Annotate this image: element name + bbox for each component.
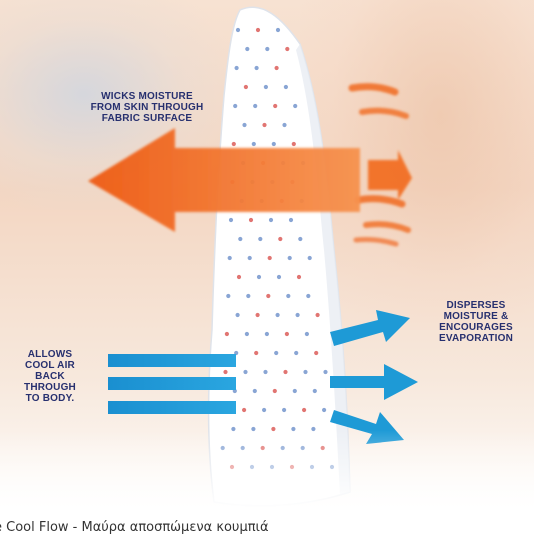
fabric-pore (283, 370, 287, 374)
fabric-pore (265, 47, 269, 51)
fabric-pore (314, 351, 318, 355)
fabric-pore (235, 66, 239, 70)
fabric-pore (233, 104, 237, 108)
fabric-pore (273, 389, 277, 393)
fabric-pore (292, 142, 296, 146)
fabric-pore (258, 237, 262, 241)
fabric-pore (223, 370, 227, 374)
fabric-pore (285, 332, 289, 336)
fabric-pore (285, 47, 289, 51)
fabric-pore (273, 104, 277, 108)
fabric-pore (226, 294, 230, 298)
fabric-pore (257, 275, 261, 279)
fabric-pore (297, 275, 301, 279)
fabric-pore (268, 256, 272, 260)
fabric-pore (252, 142, 256, 146)
fabric-pore (245, 332, 249, 336)
fabric-pore (286, 294, 290, 298)
fabric-pore (282, 123, 286, 127)
fabric-pore (246, 294, 250, 298)
fabric-pore (232, 142, 236, 146)
fabric-pore (274, 351, 278, 355)
fabric-pore (229, 218, 233, 222)
fabric-pore (303, 370, 307, 374)
fabric-pore (254, 351, 258, 355)
fabric-pore (305, 332, 309, 336)
cool-air-label: ALLOWS COOL AIR BACK THROUGH TO BODY. (6, 349, 94, 404)
fabric-pore (302, 408, 306, 412)
fabric-pore (253, 389, 257, 393)
fabric-pore (242, 123, 246, 127)
fabric-pore (256, 28, 260, 32)
fabric-pore (238, 237, 242, 241)
fabric-pore (263, 370, 267, 374)
fabric-pore (243, 370, 247, 374)
fabric-pore (296, 313, 300, 317)
fabric-pore (256, 313, 260, 317)
fabric-pore (313, 389, 317, 393)
fabric-pore (236, 313, 240, 317)
fabric-pore (308, 256, 312, 260)
fabric-pore (237, 275, 241, 279)
fabric-pore (244, 85, 248, 89)
fabric-pore (278, 237, 282, 241)
fabric-pore (265, 332, 269, 336)
fabric-pore (269, 218, 273, 222)
fabric-pore (293, 389, 297, 393)
fabric-pore (277, 275, 281, 279)
fabric-pore (255, 66, 259, 70)
fabric-pore (322, 408, 326, 412)
evaporation-arrows (330, 310, 418, 444)
heat-input-arrow (368, 150, 412, 200)
fabric-pore (289, 218, 293, 222)
fabric-pore (249, 218, 253, 222)
fabric-pore (294, 351, 298, 355)
fabric-pore (248, 256, 252, 260)
fabric-pore (282, 408, 286, 412)
fabric-pore (236, 28, 240, 32)
fabric-pore (276, 313, 280, 317)
fabric-pore (225, 332, 229, 336)
fabric-pore (298, 237, 302, 241)
fabric-pore (284, 85, 288, 89)
fabric-pore (266, 294, 270, 298)
fabric-pore (245, 47, 249, 51)
fabric-pore (262, 408, 266, 412)
fabric-pore (262, 123, 266, 127)
evaporation-label: DISPERSES MOISTURE & ENCOURAGES EVAPORAT… (420, 300, 532, 344)
fabric-pore (323, 370, 327, 374)
fabric-pore (253, 104, 257, 108)
fabric-pore (272, 142, 276, 146)
fabric-pore (275, 66, 279, 70)
fabric-pore (242, 408, 246, 412)
cool-air-arrows (108, 354, 236, 414)
fabric-pore (264, 85, 268, 89)
wicks-moisture-label: WICKS MOISTURE FROM SKIN THROUGH FABRIC … (72, 91, 222, 124)
product-caption: e Cool Flow - Μαύρα αποσπώμενα κουμπιά (0, 520, 514, 536)
fabric-pore (293, 104, 297, 108)
fabric-pore (288, 256, 292, 260)
fabric-pore (306, 294, 310, 298)
fabric-pore (228, 256, 232, 260)
fabric-pore (316, 313, 320, 317)
fabric-pore (276, 28, 280, 32)
